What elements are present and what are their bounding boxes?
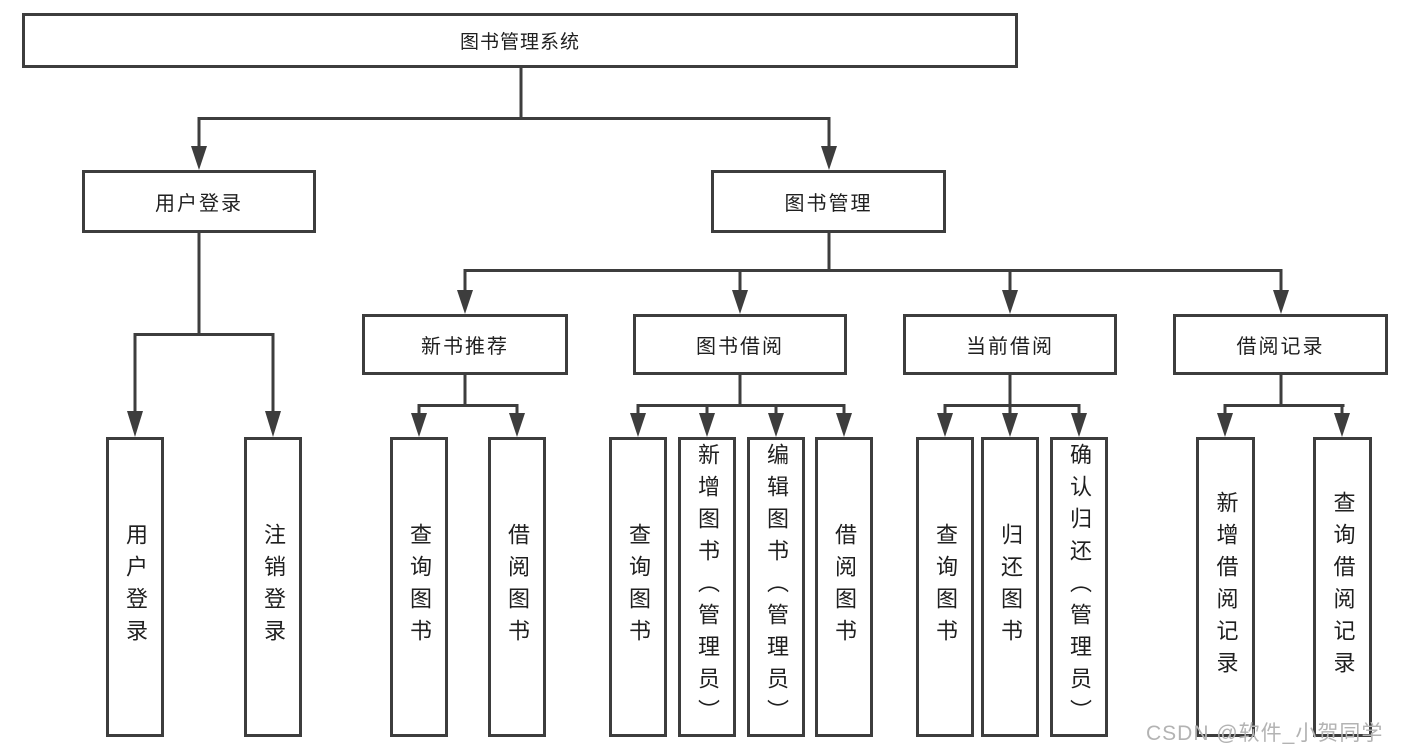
arrowhead	[1334, 413, 1350, 437]
leaf-borrowing-edit-books-admin: 编辑图书（管理员）	[747, 437, 805, 737]
leaf-user-login-label: 用户登录	[123, 523, 148, 651]
node-borrowing-records: 借阅记录	[1173, 314, 1388, 375]
arrowhead	[1071, 413, 1087, 437]
connector-user-login-to-leaves	[127, 233, 281, 437]
node-current-borrowing-label: 当前借阅	[966, 336, 1054, 358]
leaf-logout-label: 注销登录	[261, 523, 286, 651]
arrowhead	[821, 146, 837, 170]
leaf-borrowing-add-books-admin: 新增图书（管理员）	[678, 437, 736, 737]
leaf-user-login: 用户登录	[106, 437, 164, 737]
arrowhead	[836, 413, 852, 437]
arrowhead	[411, 413, 427, 437]
leaf-current-return-books-label: 归还图书	[998, 523, 1023, 651]
arrowhead	[768, 413, 784, 437]
connector-borrow-records-to-leaves	[1217, 375, 1350, 437]
leaf-borrowing-query-books-label: 查询图书	[626, 523, 651, 651]
arrowhead	[1273, 290, 1289, 314]
arrowhead	[127, 411, 143, 437]
connector-current-borrow-to-leaves	[937, 375, 1087, 437]
leaf-newbooks-borrow-books: 借阅图书	[488, 437, 546, 737]
leaf-borrowing-borrow-books-label: 借阅图书	[832, 523, 857, 651]
arrowhead	[699, 413, 715, 437]
leaf-records-add-borrow-record-label: 新增借阅记录	[1213, 491, 1239, 683]
leaf-newbooks-query-books-label: 查询图书	[407, 523, 432, 651]
node-book-borrowing-label: 图书借阅	[696, 336, 784, 358]
leaf-records-query-borrow-record-label: 查询借阅记录	[1330, 491, 1356, 683]
leaf-borrowing-edit-books-admin-label: 编辑图书（管理员）	[764, 443, 789, 731]
leaf-current-query-books: 查询图书	[916, 437, 974, 737]
leaf-records-query-borrow-record: 查询借阅记录	[1313, 437, 1372, 737]
node-current-borrowing: 当前借阅	[903, 314, 1117, 375]
arrowhead	[1002, 413, 1018, 437]
arrowhead	[509, 413, 525, 437]
node-book-borrowing: 图书借阅	[633, 314, 847, 375]
arrowhead	[457, 290, 473, 314]
connector-book-mgmt-to-level3	[457, 233, 1289, 314]
node-book-management: 图书管理	[711, 170, 946, 233]
arrowhead	[937, 413, 953, 437]
leaf-current-confirm-return-admin-label: 确认归还（管理员）	[1067, 443, 1092, 731]
connector-new-books-to-leaves	[411, 375, 525, 437]
node-borrowing-records-label: 借阅记录	[1236, 336, 1325, 358]
csdn-watermark: CSDN @软件_小贺同学	[1146, 722, 1384, 745]
arrowhead	[265, 411, 281, 437]
arrowhead	[732, 290, 748, 314]
arrowhead	[1002, 290, 1018, 314]
leaf-borrowing-borrow-books: 借阅图书	[815, 437, 873, 737]
node-book-management-label: 图书管理	[784, 193, 873, 215]
node-new-book-recommendation: 新书推荐	[362, 314, 568, 375]
node-user-login: 用户登录	[82, 170, 316, 233]
leaf-records-add-borrow-record: 新增借阅记录	[1196, 437, 1255, 737]
connector-book-borrow-to-leaves	[630, 375, 852, 437]
leaf-newbooks-borrow-books-label: 借阅图书	[505, 523, 530, 651]
leaf-borrowing-query-books: 查询图书	[609, 437, 667, 737]
leaf-current-return-books: 归还图书	[981, 437, 1039, 737]
node-library-system: 图书管理系统	[22, 13, 1018, 68]
arrowhead	[1217, 413, 1233, 437]
arrowhead	[191, 146, 207, 170]
node-new-book-recommendation-label: 新书推荐	[421, 336, 509, 358]
node-library-system-label: 图书管理系统	[459, 32, 580, 53]
leaf-current-confirm-return-admin: 确认归还（管理员）	[1050, 437, 1108, 737]
connector-root-to-level2	[191, 68, 837, 170]
arrowhead	[630, 413, 646, 437]
leaf-newbooks-query-books: 查询图书	[390, 437, 448, 737]
leaf-logout: 注销登录	[244, 437, 302, 737]
leaf-current-query-books-label: 查询图书	[933, 523, 958, 651]
leaf-borrowing-add-books-admin-label: 新增图书（管理员）	[695, 443, 720, 731]
node-user-login-label: 用户登录	[155, 193, 243, 215]
